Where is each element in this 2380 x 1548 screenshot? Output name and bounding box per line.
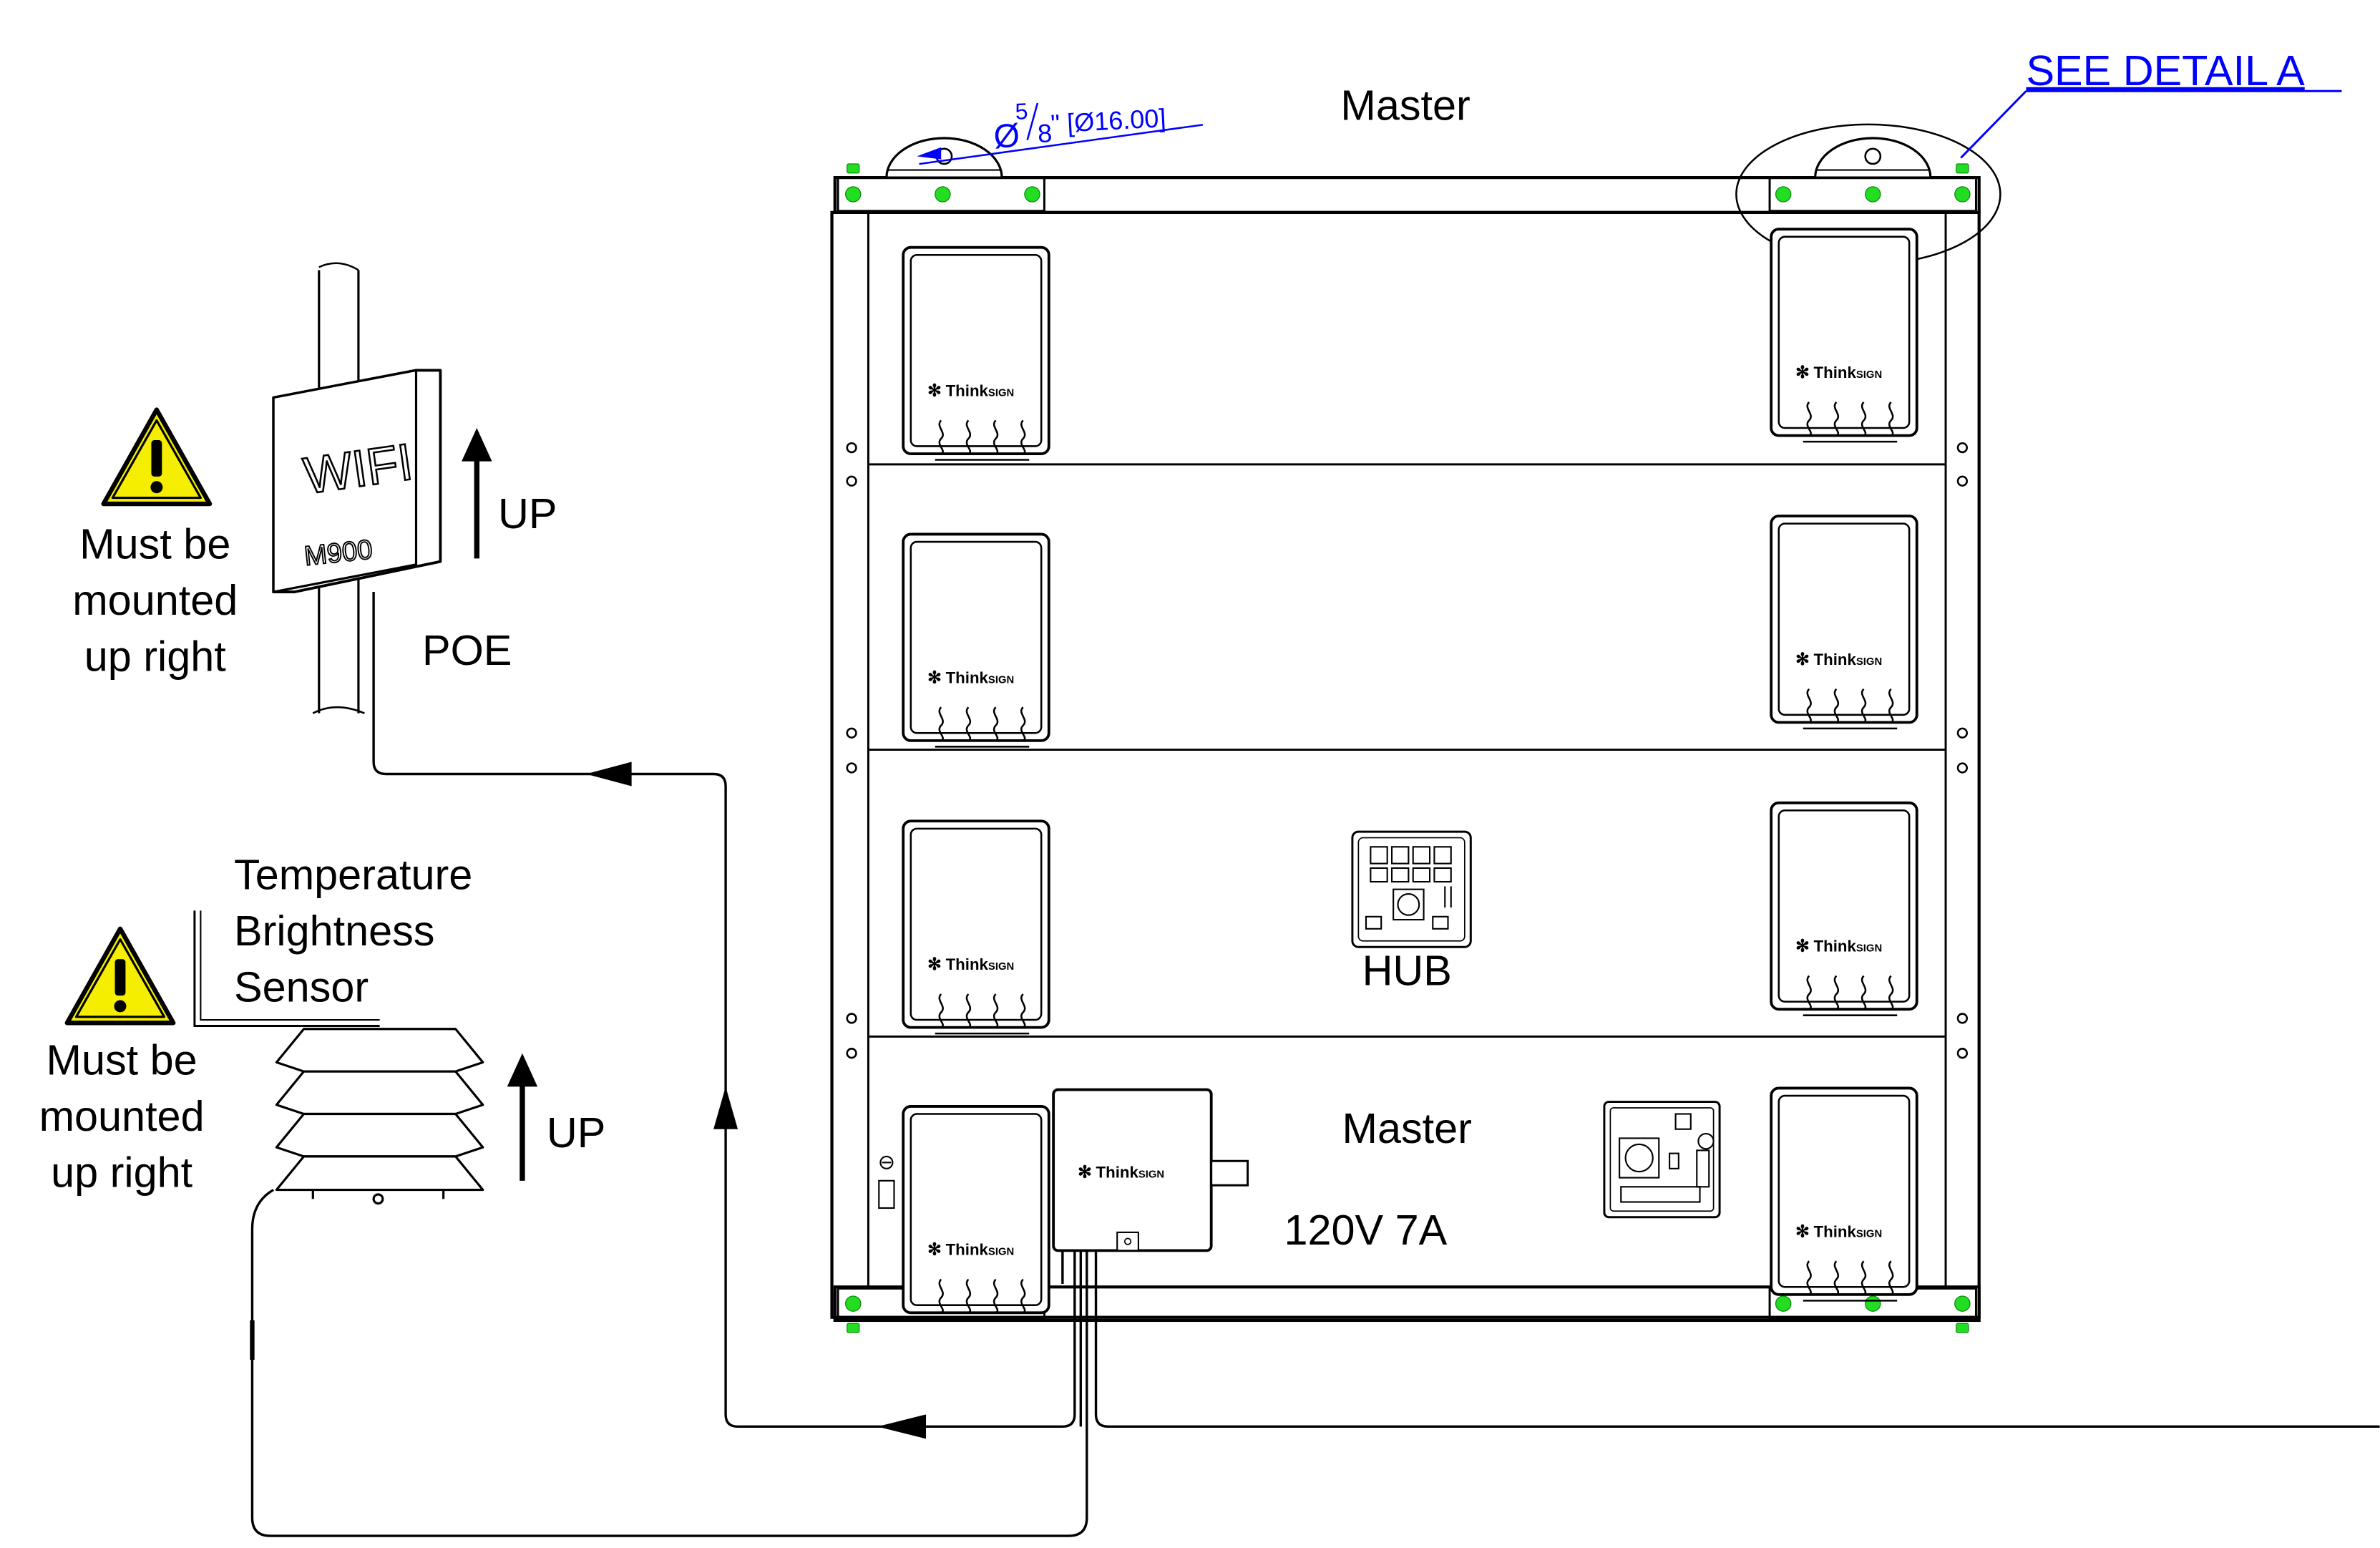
wifi-access-point: WIFI M900 [272, 369, 442, 593]
wiring [250, 592, 2380, 1537]
dimension-numerator: 5 [1015, 98, 1029, 125]
ground-symbol-icon [878, 1155, 895, 1209]
detail-leader-line [1960, 90, 2027, 159]
module-left-row3 [902, 819, 1050, 1035]
svg-text:✻: ✻ [1078, 1163, 1092, 1182]
brightness-temperature-sensor [275, 1028, 484, 1205]
dimension-callout: Ø 5 8 " [Ø16.00] [919, 98, 1204, 165]
dimension-text: " [Ø16.00] [1050, 103, 1166, 138]
lifting-eye-right [1814, 137, 1932, 179]
warning-line: up right [84, 632, 226, 680]
power-rating-label: 120V 7A [1284, 1206, 1447, 1254]
warning-line: Must be [47, 1036, 197, 1084]
warning-line: mounted [72, 576, 238, 624]
up-arrow-icon [507, 1053, 538, 1181]
controller-board [1603, 1101, 1721, 1219]
hub-board [1351, 830, 1472, 948]
poe-label: POE [422, 626, 512, 674]
module-left-row4 [902, 1105, 1050, 1320]
sensor-mount-bracket [193, 910, 380, 1028]
up-label-sensor: UP [547, 1109, 605, 1157]
see-detail-link[interactable]: SEE DETAIL A [2026, 47, 2305, 94]
flow-arrow-icon [713, 1086, 738, 1129]
sensor-label: Temperature Brightness Sensor [234, 851, 472, 1011]
sensor-line: Sensor [234, 963, 369, 1011]
hub-label: HUB [1362, 946, 1452, 994]
flow-arrow-icon [586, 761, 632, 787]
up-label-wifi: UP [498, 490, 557, 537]
sensor-line: Temperature [234, 851, 472, 899]
warning-line: Must be [79, 520, 230, 568]
dimension-symbol: Ø [993, 117, 1020, 155]
warning-line: mounted [39, 1092, 205, 1140]
master-power-box: ✻ ThinkSIGN [1052, 1088, 1249, 1252]
master-label-bottom: Master [1342, 1104, 1472, 1152]
module-right-row1 [1770, 228, 1918, 443]
warning-icon [104, 410, 210, 504]
module-right-row3 [1770, 801, 1918, 1016]
module-right-row4 [1770, 1086, 1918, 1302]
master-label-top: Master [1340, 82, 1470, 130]
warning-text-sensor: Must be mounted up right [39, 1036, 205, 1196]
module-left-row1 [902, 245, 1050, 461]
flow-arrow-icon [877, 1414, 927, 1439]
warning-line: up right [51, 1148, 192, 1196]
module-left-row2 [902, 532, 1050, 748]
lifting-eye-left [885, 137, 1003, 179]
up-arrow-icon [462, 428, 492, 559]
warning-icon [67, 929, 173, 1023]
module-right-row2 [1770, 515, 1918, 730]
warning-text-wifi: Must be mounted up right [72, 520, 238, 680]
dimension-arrow [917, 147, 942, 160]
dimension-denominator: 8 [1037, 118, 1053, 148]
sensor-line: Brightness [234, 907, 434, 955]
